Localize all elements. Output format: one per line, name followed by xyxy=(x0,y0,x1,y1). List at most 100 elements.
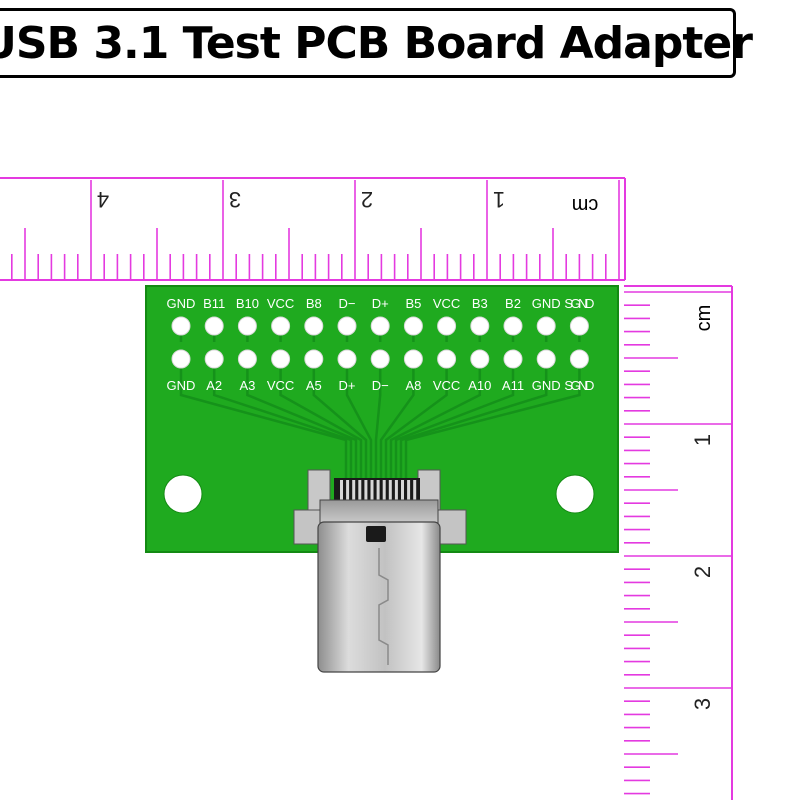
pcb-label-bottom: A2 xyxy=(206,378,222,393)
ruler-right-number: 1 xyxy=(690,434,715,446)
ruler-top-number: 3 xyxy=(229,187,241,212)
ruler-right-number: 2 xyxy=(690,566,715,578)
pcb-label-top: GND xyxy=(167,296,196,311)
pcb-pad-bottom xyxy=(237,349,257,369)
pcb-label-bottom: VCC xyxy=(267,378,294,393)
pcb-label-top: B10 xyxy=(236,296,259,311)
pcb-label-bottom: VCC xyxy=(433,378,460,393)
pcb-pad-bottom xyxy=(569,349,589,369)
pcb-pad-top xyxy=(470,316,490,336)
pcb-trace xyxy=(394,360,515,480)
ruler-top-numbers: 1 2 3 4 xyxy=(97,187,505,212)
pcb-trace xyxy=(404,360,581,480)
title-banner: USB 3.1 Test PCB Board Adapter xyxy=(0,8,753,78)
pcb-trace xyxy=(312,360,368,480)
ruler-top-ticks xyxy=(0,177,626,281)
pcb-label-top: B2 xyxy=(505,296,521,311)
pcb-pad-bottom xyxy=(271,349,291,369)
pcb-trace xyxy=(374,360,382,480)
connector-pin xyxy=(382,480,386,502)
pcb-pad-bottom xyxy=(171,349,191,369)
pcb-label-bottom: SGND xyxy=(564,378,594,393)
pcb-pad-top xyxy=(437,316,457,336)
pcb-pad-bottom xyxy=(470,349,490,369)
pcb-label-bottom: GND xyxy=(167,378,196,393)
pcb-label-bottom: GND xyxy=(532,378,561,393)
connector-pin xyxy=(364,480,368,502)
pcb-pad-top xyxy=(304,316,324,336)
pcb-label-bottom: D− xyxy=(372,378,389,393)
pcb-pad-top xyxy=(370,316,390,336)
connector-pin xyxy=(370,480,374,502)
connector-pin xyxy=(413,480,417,502)
pcb-pad-top xyxy=(503,316,523,336)
ruler-right: 1 2 3 cm xyxy=(624,285,733,800)
pcb-pad-top xyxy=(204,316,224,336)
connector-latch xyxy=(366,526,386,542)
connector-shell xyxy=(317,521,441,673)
pcb-label-top: VCC xyxy=(433,296,460,311)
ruler-right-number: 3 xyxy=(690,698,715,710)
usb-c-connector xyxy=(293,469,467,673)
pcb-trace xyxy=(212,360,353,480)
pcb-pad-bottom xyxy=(437,349,457,369)
connector-pins xyxy=(340,480,417,502)
connector-pin xyxy=(388,480,392,502)
pcb-trace xyxy=(384,360,448,480)
pcb-pad-bottom xyxy=(337,349,357,369)
pcb-pad-bottom xyxy=(503,349,523,369)
ruler-right-numbers: 1 2 3 xyxy=(690,434,715,710)
connector-pin xyxy=(340,480,343,502)
pcb-label-bottom: A3 xyxy=(239,378,255,393)
pcb-pad-top xyxy=(569,316,589,336)
pcb-pad-top xyxy=(271,316,291,336)
ruler-top-number: 4 xyxy=(97,187,109,212)
pcb-pad-bottom xyxy=(370,349,390,369)
pcb-label-top: GND xyxy=(532,296,561,311)
pcb-pad-bottom xyxy=(536,349,556,369)
pcb-label-top: B8 xyxy=(306,296,322,311)
pcb-pad-top xyxy=(171,316,191,336)
pcb-label-top: D+ xyxy=(372,296,389,311)
ruler-top-number: 2 xyxy=(361,187,373,212)
pcb-label-top: D− xyxy=(339,296,356,311)
pcb-label-bottom: A10 xyxy=(468,378,491,393)
pcb-label-bottom: A5 xyxy=(306,378,322,393)
page-title: USB 3.1 Test PCB Board Adapter xyxy=(0,17,753,69)
pcb-trace xyxy=(399,360,548,480)
ruler-top-number: 1 xyxy=(493,187,505,212)
pcb-label-bottom: A8 xyxy=(405,378,421,393)
pcb-pad-bottom xyxy=(204,349,224,369)
connector-seam xyxy=(378,548,389,665)
pcb-label-bottom: D+ xyxy=(339,378,356,393)
pcb-pad-top xyxy=(403,316,423,336)
pcb-label-top: VCC xyxy=(267,296,294,311)
ruler-top: 1 2 3 4 cm xyxy=(0,177,626,281)
connector-pin xyxy=(376,480,380,502)
ruler-top-unit: cm xyxy=(572,194,599,216)
connector-pin xyxy=(401,480,404,502)
ruler-right-unit: cm xyxy=(693,305,715,332)
pcb-pad-bottom xyxy=(403,349,423,369)
pcb-label-top: B11 xyxy=(203,296,225,311)
pcb-trace xyxy=(389,360,482,480)
connector-pin xyxy=(407,480,411,502)
connector-pin xyxy=(358,480,362,502)
pcb-trace xyxy=(379,360,415,480)
mounting-hole-left xyxy=(163,474,203,514)
pcb-trace xyxy=(179,360,348,480)
pcb-pad-bottom xyxy=(304,349,324,369)
mounting-hole-right xyxy=(555,474,595,514)
pcb-pads xyxy=(171,316,589,369)
pcb-label-top: B3 xyxy=(472,296,488,311)
pcb-pad-top xyxy=(536,316,556,336)
pcb-label-top: B5 xyxy=(405,296,421,311)
connector-pin xyxy=(346,480,350,502)
pcb-label-bottom: A11 xyxy=(502,378,524,393)
connector-pin xyxy=(394,480,398,502)
ruler-right-ticks xyxy=(624,285,733,800)
